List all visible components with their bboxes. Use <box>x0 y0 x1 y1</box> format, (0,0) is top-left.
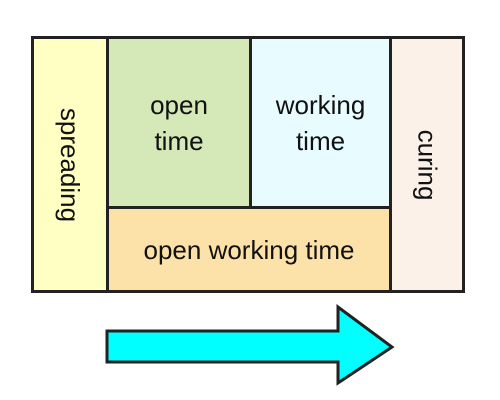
arrow-shape <box>105 304 395 386</box>
open-time-label: open time <box>150 89 208 156</box>
working-time-block: working time <box>249 36 392 209</box>
spreading-label: spreading <box>55 107 86 222</box>
curing-block: curing <box>389 36 465 293</box>
open-working-time-block: open working time <box>106 206 392 293</box>
curing-label: curing <box>412 129 443 200</box>
working-time-label: working time <box>275 89 366 156</box>
open-time-block: open time <box>106 36 252 209</box>
time-direction-arrow-icon <box>105 304 395 386</box>
spreading-block: spreading <box>31 36 109 293</box>
open-working-time-label: open working time <box>143 234 355 265</box>
